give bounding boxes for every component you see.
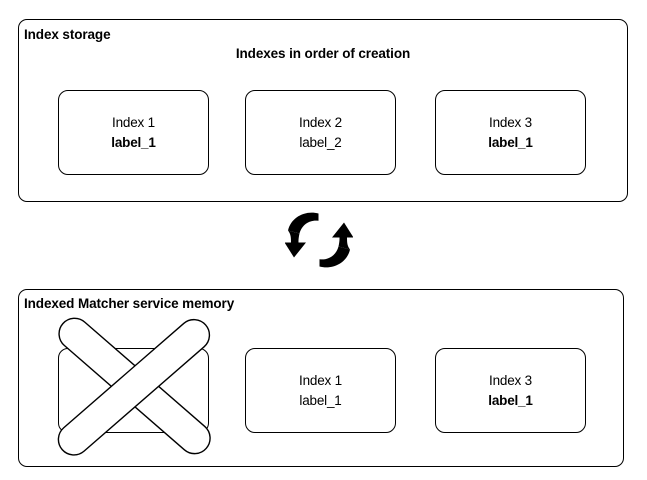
storage-index-card-3[interactable]: Index 3 label_1	[435, 90, 586, 175]
storage-index-card-3-title: Index 3	[489, 114, 532, 130]
storage-index-card-2-title: Index 2	[299, 114, 342, 130]
storage-index-card-1[interactable]: Index 1 label_1	[58, 90, 209, 175]
memory-index-card-1-label: label_1	[299, 392, 342, 408]
index-storage-label: Index storage	[24, 27, 111, 42]
memory-index-card-3-label: label_1	[488, 392, 533, 408]
memory-index-card-removed[interactable]	[58, 348, 209, 433]
storage-index-card-1-title: Index 1	[112, 114, 155, 130]
indexes-order-title: Indexes in order of creation	[235, 46, 411, 61]
indexed-matcher-memory-label: Indexed Matcher service memory	[24, 296, 235, 311]
storage-index-card-2-label: label_2	[299, 134, 342, 150]
memory-index-card-3[interactable]: Index 3 label_1	[435, 348, 586, 433]
memory-index-card-1[interactable]: Index 1 label_1	[245, 348, 396, 433]
storage-index-card-1-label: label_1	[111, 134, 156, 150]
sync-arrows-icon	[285, 212, 353, 268]
storage-index-card-2[interactable]: Index 2 label_2	[245, 90, 396, 175]
memory-index-card-3-title: Index 3	[489, 372, 532, 388]
storage-index-card-3-label: label_1	[488, 134, 533, 150]
memory-index-card-1-title: Index 1	[299, 372, 342, 388]
